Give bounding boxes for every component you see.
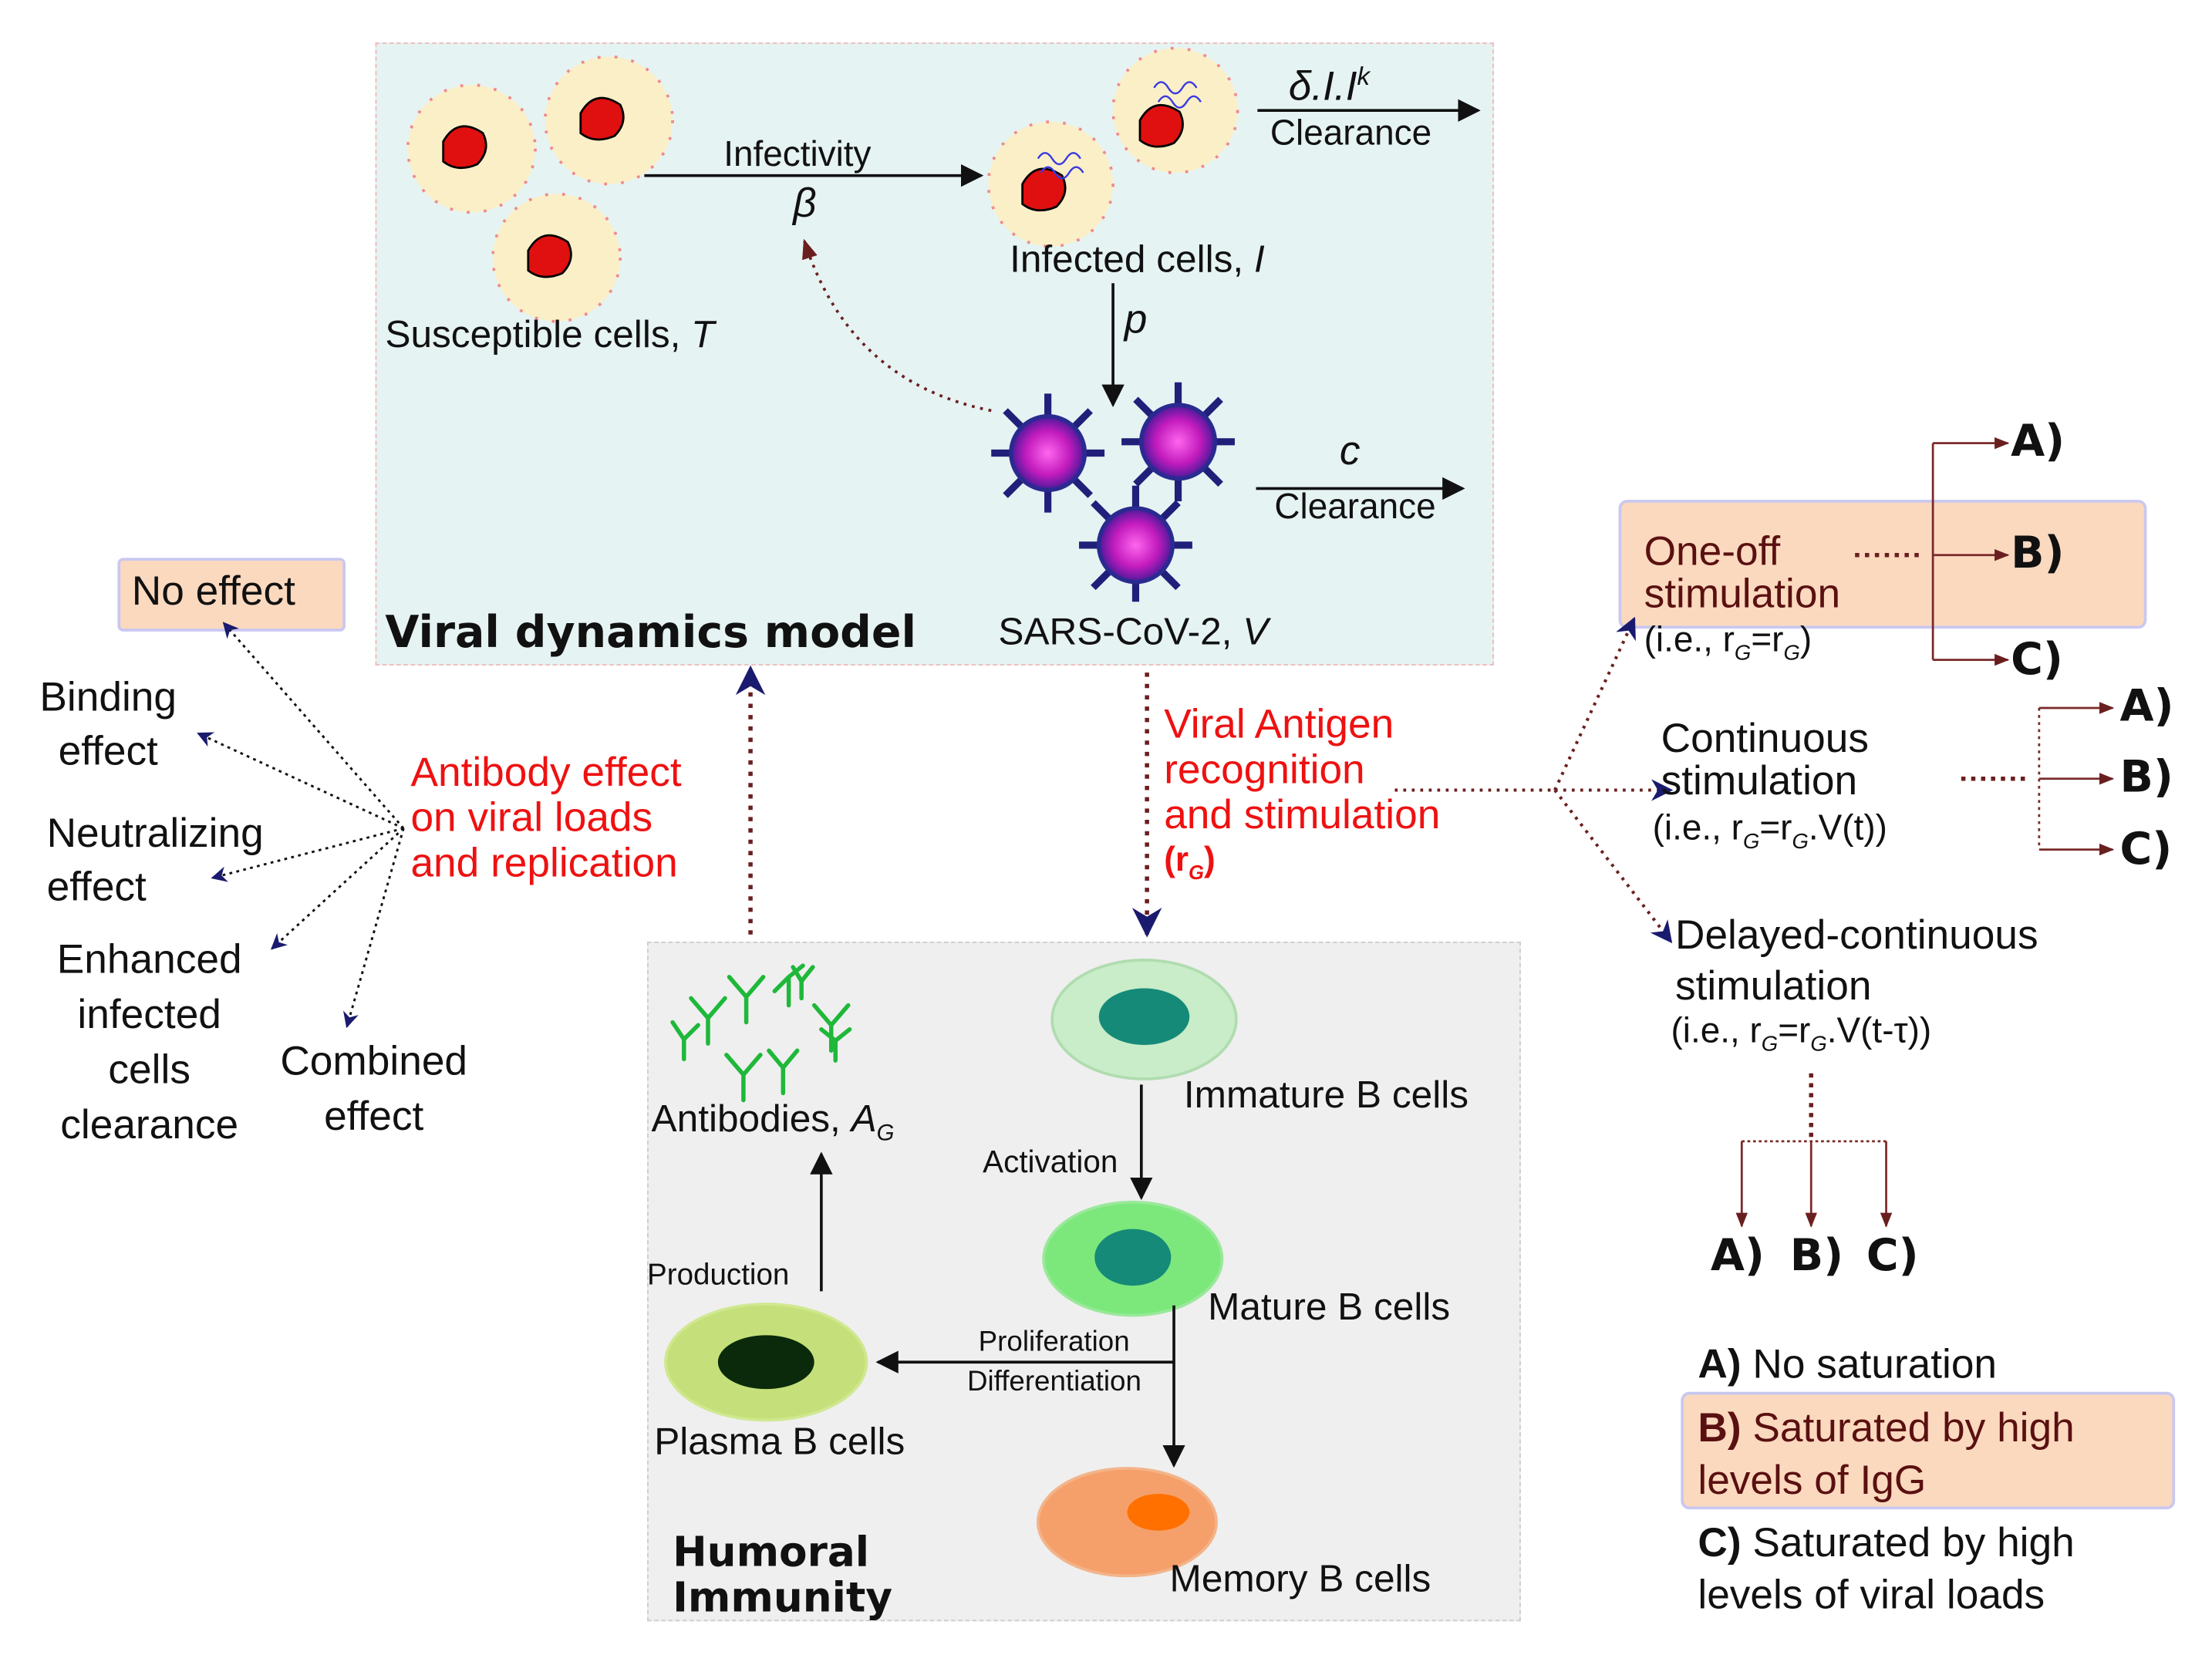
delayed-a-label: A): [1710, 1230, 1765, 1282]
legend-c: C) Saturated by high levels of viral loa…: [1698, 1520, 2075, 1619]
proliferation-label: Proliferation: [978, 1326, 1130, 1358]
delayed-formula: (i.e., rG=rG.V(t-τ)): [1671, 1010, 1932, 1057]
oneoff-highlight: [1618, 500, 2147, 629]
virus-icon: [1121, 382, 1235, 501]
oneoff-formula: (i.e., rG=rG): [1644, 620, 1812, 666]
binding-effect-label: Binding effect: [39, 675, 177, 775]
oneoff-c-label: C): [2011, 634, 2063, 686]
immature-b-cell-icon: [1050, 958, 1238, 1080]
mature-b-cell-icon: [1042, 1200, 1224, 1317]
virus-to-infectivity-dotted-arrow: [802, 238, 992, 413]
antibody-icon: [670, 963, 852, 1103]
neutralizing-effect-label: Neutralizing effect: [46, 811, 264, 911]
enhanced-clearance-label: Enhanced infected cells clearance: [56, 937, 242, 1148]
continuous-stimulation-label: Continuous stimulation: [1661, 716, 1870, 804]
infected-clearance-label: Clearance: [1270, 113, 1432, 153]
mature-label: Mature B cells: [1208, 1286, 1451, 1329]
production-label: Production: [647, 1259, 790, 1292]
delayed-stimulation-label: Delayed-continuous stimulation: [1674, 913, 2038, 1010]
viral-model-title: Viral dynamics model: [385, 607, 917, 659]
virus-clearance-label: Clearance: [1274, 487, 1436, 527]
humoral-title: Humoral Immunity: [673, 1528, 893, 1622]
legend-b: B) Saturated by high levels of IgG: [1698, 1406, 2075, 1504]
clearance-term-label: δ.I.Ik: [1288, 62, 1371, 110]
legend-a: A) No saturation: [1698, 1342, 1998, 1388]
oneoff-a-label: A): [2011, 416, 2065, 467]
oneoff-b-label: B): [2011, 528, 2065, 579]
memory-b-cell-icon: [1036, 1467, 1218, 1578]
p-label: p: [1124, 297, 1148, 343]
infected-label: Infected cells, I: [1010, 238, 1265, 281]
delayed-b-label: B): [1789, 1230, 1844, 1282]
susceptible-label: Susceptible cells, T: [385, 312, 715, 356]
memory-label: Memory B cells: [1169, 1557, 1431, 1600]
legend-b-highlight: [1681, 1391, 2176, 1510]
delayed-c-label: C): [1866, 1230, 1919, 1282]
beta-label: β: [793, 181, 817, 227]
c-label: c: [1339, 429, 1361, 475]
antibodies-label: Antibodies, AG: [651, 1097, 895, 1147]
infected-cell-icon: [1111, 46, 1239, 174]
plasma-label: Plasma B cells: [654, 1420, 905, 1463]
combined-effect-label: Combined effect: [280, 1039, 468, 1140]
continuous-c-label: C): [2119, 824, 2173, 875]
infected-cell-icon: [986, 120, 1114, 248]
no-effect-label: No effect: [131, 569, 295, 615]
differentiation-label: Differentiation: [966, 1366, 1141, 1398]
continuous-b-label: B): [2119, 751, 2173, 804]
virus-icon: [1079, 485, 1192, 602]
virus-icon: [991, 393, 1105, 513]
antibody-effect-label: Antibody effect on viral loads and repli…: [410, 750, 682, 887]
infectivity-label: Infectivity: [723, 134, 872, 174]
susceptible-cell-icon: [544, 55, 674, 186]
susceptible-cell-icon: [491, 192, 622, 323]
activation-label: Activation: [983, 1144, 1118, 1180]
plasma-b-cell-icon: [664, 1303, 868, 1422]
antigen-recognition-label: Viral Antigen recognition and stimulatio…: [1164, 702, 1441, 884]
oneoff-stimulation-label: One-off stimulation: [1644, 529, 1841, 618]
susceptible-cell-icon: [406, 83, 537, 214]
immature-label: Immature B cells: [1183, 1073, 1469, 1116]
continuous-formula: (i.e., rG=rG.V(t)): [1652, 808, 1887, 854]
virus-label: SARS-CoV-2, V: [998, 610, 1269, 653]
continuous-a-label: A): [2119, 681, 2174, 733]
